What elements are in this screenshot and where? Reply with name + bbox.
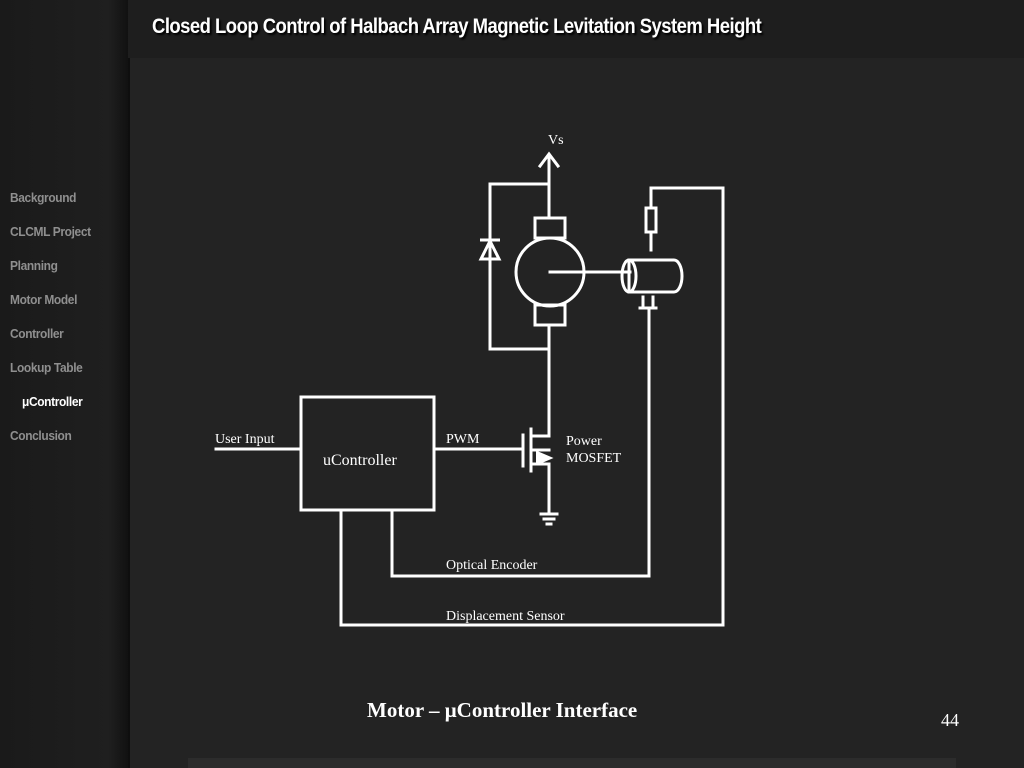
mosfet-arrow-icon: [536, 450, 554, 466]
slide-title: Closed Loop Control of Halbach Array Mag…: [152, 15, 762, 38]
motor-top-brush: [533, 216, 567, 240]
ucontroller-label: uController: [323, 452, 397, 469]
nav-item-motor-model[interactable]: Motor Model: [10, 292, 78, 307]
user-input-label: User Input: [215, 432, 275, 447]
mosfet-drain: [529, 426, 551, 438]
slide-caption: Motor – μController Interface: [367, 698, 638, 722]
sidebar: [0, 0, 130, 768]
encoder-face: [620, 258, 638, 294]
diode-icon: [478, 237, 502, 261]
motor-bottom-brush: [533, 303, 567, 327]
pwm-label: PWM: [446, 432, 480, 447]
nav-item-controller[interactable]: Controller: [10, 326, 64, 341]
mosfet-label-mosfet: MOSFET: [566, 451, 622, 466]
nav-item-lookup-table[interactable]: Lookup Table: [10, 360, 83, 375]
vs-label: Vs: [548, 133, 564, 148]
vs-arrow-icon: [537, 151, 561, 169]
nav-item-planning[interactable]: Planning: [10, 258, 58, 273]
diode-wire: [488, 182, 551, 351]
nav-item-clcml-project[interactable]: CLCML Project: [10, 224, 91, 239]
encoder-cylinder: [627, 258, 684, 294]
encoder-label: Optical Encoder: [446, 558, 538, 573]
mosfet-source: [529, 462, 551, 514]
nav-item-conclusion[interactable]: Conclusion: [10, 428, 72, 443]
sensor-wire: [339, 186, 725, 627]
nav-item-background[interactable]: Background: [10, 190, 77, 205]
displacement-probe-icon: [644, 206, 658, 234]
nav-item-ucontroller[interactable]: μController: [22, 394, 83, 409]
page-number: 44: [941, 710, 959, 730]
ucontroller-box: [299, 395, 436, 512]
mosfet-label-power: Power: [566, 434, 602, 449]
sensor-label: Displacement Sensor: [446, 609, 565, 624]
bottom-strip: [188, 758, 956, 768]
title-bar: [128, 0, 1024, 58]
